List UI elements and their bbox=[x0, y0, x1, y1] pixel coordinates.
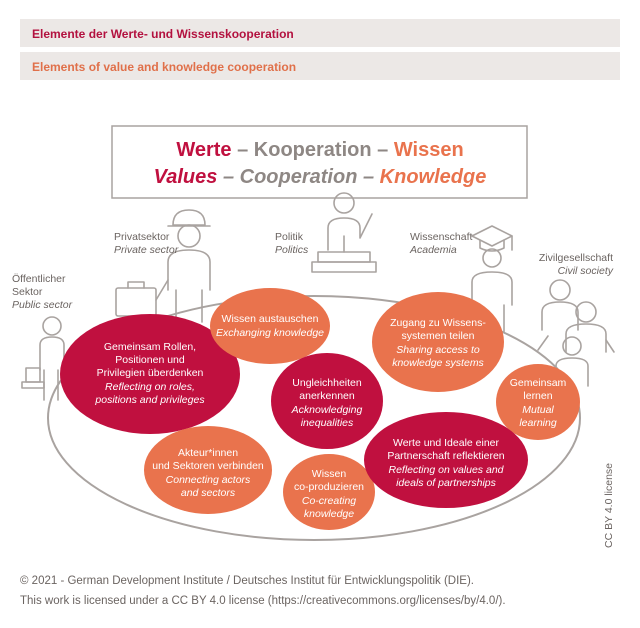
title-sep: – bbox=[357, 166, 379, 188]
footer-license: This work is licensed under a CC BY 4.0 … bbox=[20, 595, 506, 607]
bubble-mutual-learning: Gemeinsam lernen Mutual learning bbox=[496, 364, 580, 440]
title-values: Values bbox=[154, 166, 218, 188]
title-wissen: Wissen bbox=[394, 139, 464, 161]
actor-public-de: Sektor bbox=[12, 286, 43, 298]
bubble-text: inequalities bbox=[301, 417, 354, 429]
civil-society-group-icon bbox=[537, 279, 615, 387]
bubble-text: Wissen austauschen bbox=[222, 313, 319, 325]
header-title-english: Elements of value and knowledge cooperat… bbox=[32, 60, 297, 74]
title-werte: Werte bbox=[176, 139, 231, 161]
title-sep: – bbox=[372, 139, 394, 161]
actor-private-de: Privatsektor bbox=[114, 231, 170, 243]
title-german: Werte – Kooperation – Wissen bbox=[176, 139, 463, 161]
politics-figure-icon bbox=[311, 192, 377, 273]
actor-civil-de: Zivilgesellschaft bbox=[539, 252, 613, 264]
actor-academia-en: Academia bbox=[409, 244, 457, 256]
cooperation-ellipse bbox=[47, 295, 581, 541]
bubble-text: Ungleichheiten bbox=[292, 377, 362, 389]
public-sector-figure-icon bbox=[21, 316, 73, 401]
title-box bbox=[111, 125, 528, 199]
footer-copyright: © 2021 - German Development Institute / … bbox=[20, 575, 474, 587]
actor-academia-de: Wissenschaft bbox=[410, 231, 473, 243]
private-sector-figure-icon bbox=[115, 209, 211, 323]
bubble-text: learning bbox=[519, 417, 557, 429]
actor-private-en: Private sector bbox=[114, 244, 179, 256]
header-band-english: Elements of value and knowledge cooperat… bbox=[20, 52, 620, 80]
bubble-text: Connecting actors bbox=[166, 474, 251, 486]
title-english: Values – Cooperation – Knowledge bbox=[154, 166, 487, 188]
actor-civil-en: Civil society bbox=[558, 265, 614, 277]
actor-public-de: Öffentlicher bbox=[12, 273, 66, 285]
header-title-german: Elemente der Werte- und Wissenskooperati… bbox=[32, 27, 294, 41]
bubble-text: Co-creating bbox=[302, 495, 356, 507]
bubble-text: knowledge systems bbox=[392, 357, 484, 369]
bubble-text: Akteur*innen bbox=[178, 447, 238, 459]
bubble-text: Reflecting on roles, bbox=[105, 381, 195, 393]
bubble-text: Privilegien überdenken bbox=[97, 367, 204, 379]
actor-public-en: Public sector bbox=[12, 299, 73, 311]
bubble-text: Reflecting on values and bbox=[389, 464, 505, 476]
bubble-text: und Sektoren verbinden bbox=[152, 460, 264, 472]
license-vertical-text: CC BY 4.0 license bbox=[603, 463, 615, 548]
bubble-text: Zugang zu Wissens- bbox=[390, 317, 486, 329]
bubble-text: Wissen bbox=[312, 468, 347, 480]
bubble-text: anerkennen bbox=[299, 390, 355, 402]
bubble-text: Partnerschaft reflektieren bbox=[387, 450, 504, 462]
bubble-text: ideals of partnerships bbox=[396, 477, 497, 489]
bubble-text: knowledge bbox=[304, 508, 354, 520]
bubble-text: systemen teilen bbox=[402, 330, 475, 342]
bubble-reflecting-roles: Gemeinsam Rollen, Positionen und Privile… bbox=[60, 314, 240, 434]
header-band-german: Elemente der Werte- und Wissenskooperati… bbox=[20, 19, 620, 47]
bubble-acknowledging-inequalities: Ungleichheiten anerkennen Acknowledging … bbox=[271, 353, 383, 449]
bubble-sharing-access: Zugang zu Wissens- systemen teilen Shari… bbox=[372, 292, 504, 392]
title-knowledge: Knowledge bbox=[380, 166, 487, 188]
bubble-text: Acknowledging bbox=[291, 404, 363, 416]
bubble-text: Werte und Ideale einer bbox=[393, 437, 500, 449]
title-cooperation: Cooperation bbox=[240, 166, 358, 188]
bubble-text: Gemeinsam bbox=[510, 377, 567, 389]
bubble-text: Positionen und bbox=[115, 354, 185, 366]
actor-politics-de: Politik bbox=[275, 231, 304, 243]
bubble-text: and sectors bbox=[181, 487, 236, 499]
title-kooperation: Kooperation bbox=[254, 139, 372, 161]
bubble-connecting-actors: Akteur*innen und Sektoren verbinden Conn… bbox=[144, 426, 272, 514]
bubble-text: lernen bbox=[523, 390, 552, 402]
bubble-text: Exchanging knowledge bbox=[216, 327, 324, 339]
title-sep: – bbox=[232, 139, 254, 161]
bubble-exchanging-knowledge: Wissen austauschen Exchanging knowledge bbox=[210, 288, 330, 364]
bubble-text: Mutual bbox=[522, 404, 554, 416]
title-sep: – bbox=[217, 166, 239, 188]
bubble-text: co-produzieren bbox=[294, 481, 364, 493]
bubble-reflecting-values: Werte und Ideale einer Partnerschaft ref… bbox=[364, 412, 528, 508]
bubble-co-creating-knowledge: Wissen co-produzieren Co-creating knowle… bbox=[283, 454, 375, 530]
bubble-text: Sharing access to bbox=[396, 344, 480, 356]
bubble-text: Gemeinsam Rollen, bbox=[104, 341, 196, 353]
bubble-text: positions and privileges bbox=[94, 394, 205, 406]
actor-politics-en: Politics bbox=[275, 244, 309, 256]
